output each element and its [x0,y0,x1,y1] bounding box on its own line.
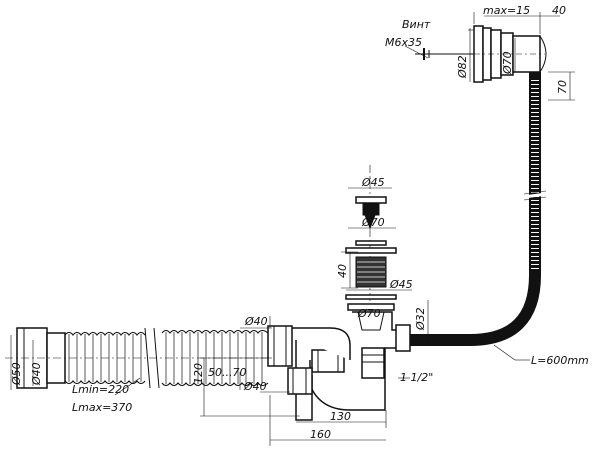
lmin-label: Lmin=220 [72,383,129,396]
drain-plug [345,165,397,330]
siphon-body [267,311,411,421]
dim-50-label: Ø50 [10,362,23,386]
overflow-cap [473,25,547,83]
screw [404,45,474,60]
dim-32-label: Ø32 [414,307,427,331]
max-15-label: max=15 [483,4,530,17]
screw-title-label: Винт [402,18,431,31]
dim-120-label: 120 [192,363,205,384]
dim-70-side-label: 70 [556,80,569,94]
dim-45-top-label: Ø45 [361,176,385,189]
dim-70-lower-label: Ø70 [357,307,381,320]
dimension-lines [10,12,575,446]
dim-130-label: 130 [330,410,351,423]
dim-160-label: 160 [310,428,331,441]
dim-40-siphon-label: Ø40 [244,315,268,328]
overflow-hose [410,72,547,346]
screw-size-label: M6x35 [385,36,422,49]
dimension-labels: Винт M6x35 max=15 40 Ø82 Ø70 70 Ø45 Ø70 … [10,4,589,441]
dim-50-70-label: 50...70 [208,366,246,379]
dim-40-bottom-label: Ø40 [243,380,267,393]
dim-82-label: Ø82 [456,55,469,79]
lmax-label: Lmax=370 [72,401,132,414]
dim-40-left-label: Ø40 [30,362,43,386]
dim-45-mid-label: Ø45 [389,278,413,291]
dim-40-mid-label: 40 [336,264,349,278]
dim-70-mid-label: Ø70 [361,216,385,229]
dim-40-top-label: 40 [552,4,566,17]
hose-length-label: L=600mm [531,354,589,367]
dim-70-top-label: Ø70 [501,51,514,75]
corrugated-drain-pipe [5,327,270,389]
thread-label: 1 1/2" [400,371,433,384]
